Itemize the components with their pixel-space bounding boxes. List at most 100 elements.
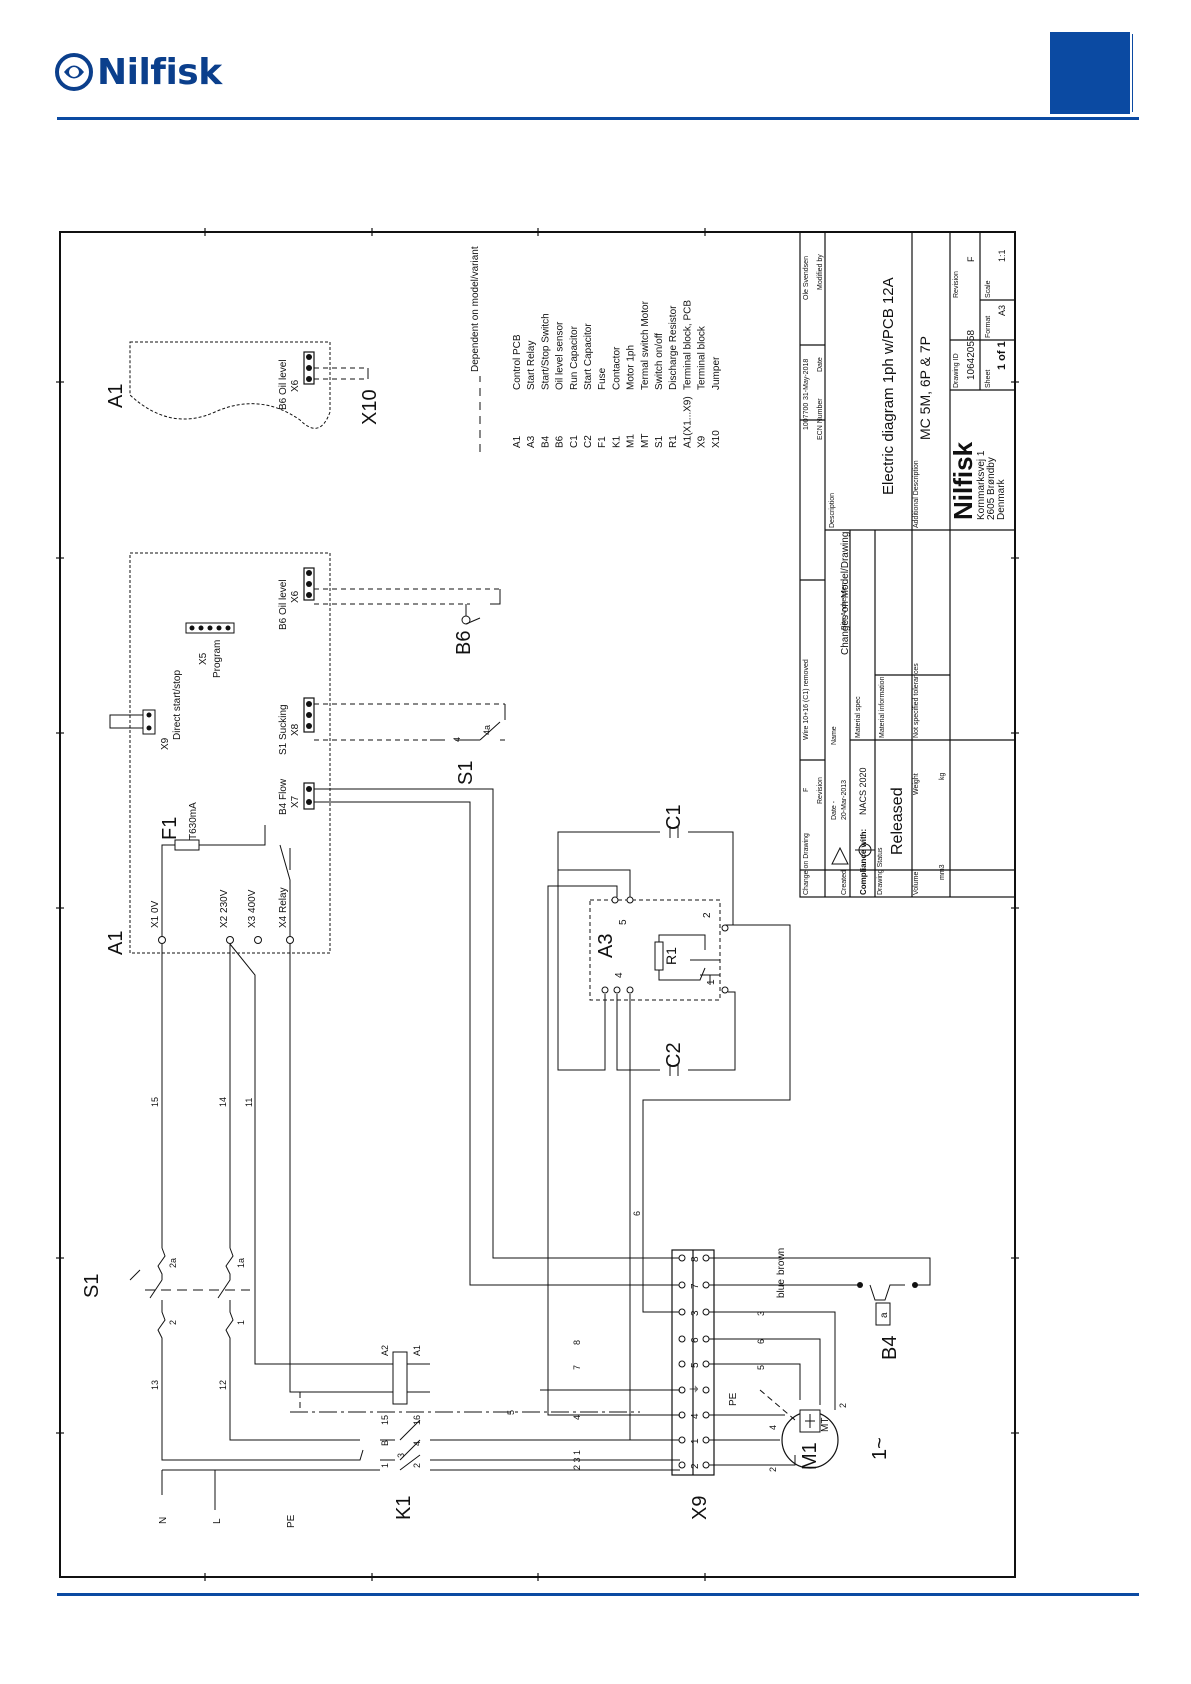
x9-pcb-name: Direct start/stop [172,670,183,740]
tb-material-info: Material information [879,676,886,738]
s1-pin-1: 1 [236,1320,246,1325]
a3-pin-2: 2 [702,912,713,918]
tb-drawing-id: 106420558 [966,330,977,380]
x9-terminal-block [671,1249,715,1476]
s1-pin-2a: 2a [168,1258,178,1268]
x10-label: X10 [359,389,381,425]
x9-term-7: 1 [690,1438,701,1444]
tb-h-date2: Date - [831,800,838,820]
tb-h-date: Date [817,357,824,372]
a3-label: A3 [595,934,617,958]
tb-scale: 1:1 [997,249,1007,262]
tb-changes-on-model: Changes on Model/Drawing [840,532,851,655]
footer-rule [57,1593,1139,1596]
legend-desc-5: Start Capacitor [583,323,594,390]
tb-address2: 2605 Brøndby [986,457,997,520]
tb-description-h: Description [829,493,836,528]
wire-13: 13 [150,1380,160,1390]
legend-desc-14: Jumper [711,356,722,390]
s1-pin-4a: 4a [482,725,492,735]
tb-format-h: Format [985,316,992,338]
wire-12: 12 [218,1380,228,1390]
legend-code-11: R1 [668,435,679,448]
wire-15: 15 [150,1097,160,1107]
x9-block-label: X9 [689,1496,711,1520]
a1-pcb-block [129,552,331,954]
f1-rating: T630mA [188,802,199,840]
a1-top-block [129,341,331,429]
wire-11: 11 [244,1098,254,1107]
b4-label: B4 [879,1336,901,1360]
x9-term-6: 4 [690,1413,701,1419]
s1-pin-4: 4 [452,737,462,742]
header-rule [57,117,1139,120]
feed-pe: PE [286,1514,297,1528]
legend-desc-0: Control PCB [512,334,523,390]
tb-rev-change: Wire 10+16 (C1) removed [803,659,810,740]
r1-label: R1 [663,947,679,965]
legend-code-0: A1 [512,435,523,448]
nilfisk-swirl-icon [55,53,93,91]
tb-ecn: 1007700 [803,403,810,430]
tb-h-ecn: ECN Number [817,398,824,440]
x9-term-1: 7 [690,1283,701,1289]
k1-b: B [380,1440,390,1446]
tb-drawing-id-h: Drawing ID [953,353,960,388]
feed-n: N [158,1517,169,1524]
legend-code-13: X9 [697,435,708,448]
legend-desc-4: Run Capacitor [569,325,580,390]
legend-code-4: C1 [569,435,580,448]
a1-top-label: A1 [105,384,127,408]
k1-2: 2 [412,1463,422,1468]
x9-pcb-label: X9 [160,737,171,750]
brand-name: Nilfisk [97,51,222,93]
tb-volume: Volume [913,872,920,895]
wire-pe: PE [728,1392,739,1406]
tb-sheet: 1 of 1 [996,341,1008,370]
legend-desc-13: Terminal block [697,325,708,390]
wire-4: 4 [572,1415,582,1420]
wire-14: 14 [218,1097,228,1107]
tb-h-modified: Modified by [817,254,824,290]
a3-pin-1: 1 [706,979,717,985]
x6-top-name: B6 Oil level [278,359,289,410]
wire-4b: 4 [768,1425,778,1430]
b6-label: B6 [453,631,475,655]
legend-desc-9: Termal switch Motor [640,300,651,390]
tb-sheet-h: Sheet [985,370,992,388]
mt-label: MT [820,1418,831,1432]
a3-pin-4: 4 [614,972,625,978]
x6-top-label: X6 [290,379,301,392]
tb-address1: Kornmarksvej 1 [976,450,987,520]
x7-name: B4 Flow [278,778,289,815]
tb-revision: F [966,256,976,262]
x8-label: X8 [290,723,301,736]
nilfisk-logo: Nilfisk [55,51,222,93]
legend-code-3: B6 [555,435,566,448]
wire-6: 6 [632,1211,642,1216]
legend-code-7: K1 [611,435,622,448]
legend-code-6: F1 [597,436,608,448]
c2-label: C2 [663,1042,685,1068]
x7-label: X7 [290,795,301,808]
tb-description: Electric diagram 1ph w/PCB 12A [880,277,897,495]
s1-pin-1a: 1a [236,1258,246,1268]
wire-7: 7 [572,1365,582,1370]
tb-created: Created [841,870,848,895]
x8-name: S1 Sucking [278,704,289,755]
x9-term-3: 6 [690,1337,701,1343]
tb-additional: MC 5M, 6P & 7P [917,336,933,440]
x3-label: X3 400V [247,889,258,928]
tb-kg: kg [939,773,946,781]
tb-weight: Weight [913,773,920,795]
a1-mid-label: A1 [105,931,127,955]
m1-label: M1 [799,1442,821,1470]
k1-label: K1 [393,1496,415,1520]
x6-mid-name: B6 Oil level [278,579,289,630]
legend-code-14: X10 [711,430,722,448]
wire-blue: blue [776,1279,787,1298]
wire-3: 3 [756,1311,766,1316]
tb-h-revision: Revision [817,777,824,804]
